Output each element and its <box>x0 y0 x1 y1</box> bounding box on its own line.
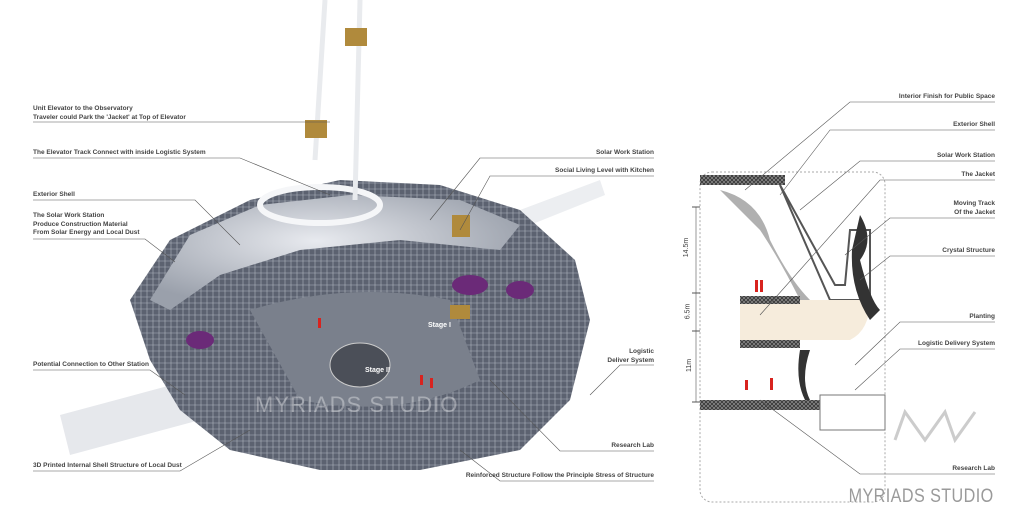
label-stage-1: Stage I <box>428 322 451 329</box>
label-solar-work-station: Solar Work Station <box>595 149 654 156</box>
label-solar-station: The Solar Work Station Produce Construct… <box>33 212 140 238</box>
watermark: MYRIADS STUDIO <box>255 392 459 417</box>
label-jacket: The Jacket <box>961 171 995 178</box>
label-stage-2: Stage II <box>365 367 390 374</box>
label-section-exterior-shell: Exterior Shell <box>953 121 995 128</box>
label-line: Unit Elevator to the Observatory <box>33 105 133 112</box>
label-line: Deliver System <box>607 356 654 364</box>
label-line: Traveler could Park the 'Jacket' at Top … <box>33 113 186 121</box>
label-elevator-track: The Elevator Track Connect with inside L… <box>33 149 206 156</box>
dimension-middle: 6.5m <box>684 303 692 320</box>
label-logistic-delivery: Logistic Delivery System <box>918 340 995 347</box>
label-planting: Planting <box>969 313 995 320</box>
label-exterior-shell: Exterior Shell <box>33 191 75 198</box>
label-line: Produce Construction Material <box>33 220 128 228</box>
label-line: From Solar Energy and Local Dust <box>33 229 140 236</box>
label-line: Moving Track <box>953 200 995 207</box>
label-social-living: Social Living Level with Kitchen <box>555 167 654 174</box>
label-line: Logistic <box>629 348 654 355</box>
label-logistic: Logistic Deliver System <box>607 348 654 365</box>
brand-logo-text: MYRIADS STUDIO <box>848 486 994 507</box>
dimension-lower: 11m <box>686 358 694 373</box>
label-reinforced: Reinforced Structure Follow the Principl… <box>465 472 654 479</box>
label-printed-shell: 3D Printed Internal Shell Structure of L… <box>33 462 182 469</box>
label-research-lab: Research Lab <box>611 442 654 449</box>
station-body <box>130 180 590 470</box>
elevator-tower <box>305 0 367 201</box>
label-potential-connection: Potential Connection to Other Station <box>33 361 149 368</box>
label-section-research-lab: Research Lab <box>952 465 995 472</box>
label-crystal: Crystal Structure <box>942 247 995 254</box>
label-line: Of the Jacket <box>954 208 995 216</box>
logo-mark <box>893 408 977 444</box>
label-interior-finish: Interior Finish for Public Space <box>898 93 995 100</box>
dimension-upper: 14.5m <box>683 237 691 258</box>
label-line: The Solar Work Station <box>33 212 105 219</box>
label-moving-track: Moving Track Of the Jacket <box>953 200 995 217</box>
label-elevator: Unit Elevator to the Observatory Travele… <box>33 105 186 122</box>
label-section-solar: Solar Work Station <box>936 152 995 159</box>
leader-lines <box>33 101 995 482</box>
section-drawing <box>692 171 977 503</box>
connection-tube <box>60 180 605 455</box>
